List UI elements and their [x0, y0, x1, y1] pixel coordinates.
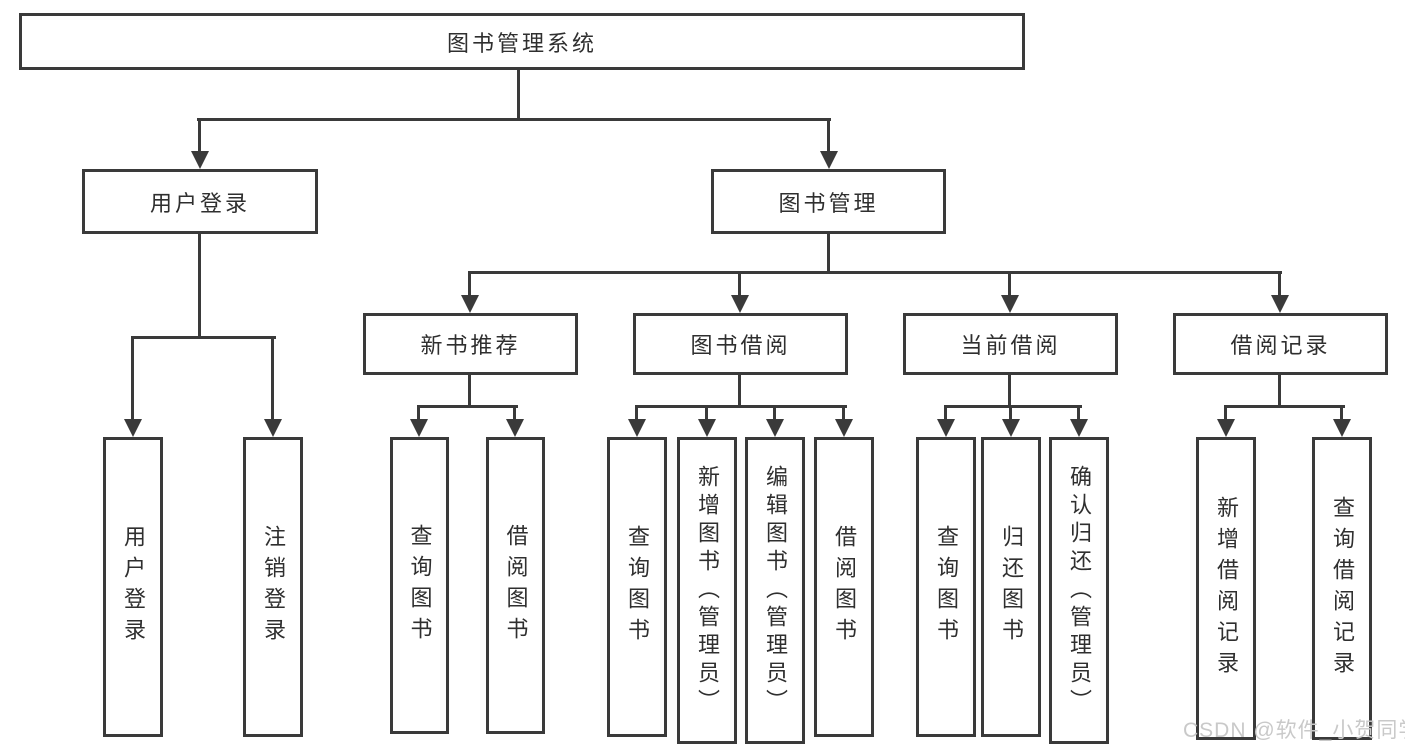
connector-line — [773, 405, 776, 421]
connector-line — [271, 336, 274, 421]
leaf-borrow-books: 借阅图书 — [814, 437, 874, 737]
connector-line — [635, 405, 638, 421]
leaf-add-borrow-record: 新增借阅记录 — [1196, 437, 1256, 740]
node-borrowing-records: 借阅记录 — [1173, 313, 1388, 375]
arrow-down-icon — [937, 419, 955, 437]
connector-line — [827, 118, 830, 151]
leaf-query-books: 查询图书 — [390, 437, 449, 734]
node-book-borrowing: 图书借阅 — [633, 313, 848, 375]
connector-line — [468, 271, 1282, 274]
arrow-down-icon — [264, 419, 282, 437]
leaf-return-books: 归还图书 — [981, 437, 1041, 737]
connector-line — [1224, 405, 1227, 421]
connector-line — [635, 405, 847, 408]
leaf-logout: 注销登录 — [243, 437, 303, 737]
arrow-down-icon — [461, 295, 479, 313]
connector-line — [1278, 375, 1281, 407]
arrow-down-icon — [124, 419, 142, 437]
arrow-down-icon — [1001, 295, 1019, 313]
connector-line — [944, 405, 1082, 408]
connector-line — [1224, 405, 1345, 408]
connector-line — [197, 118, 831, 121]
arrow-down-icon — [1271, 295, 1289, 313]
leaf-edit-book-admin: 编辑图书（管理员） — [745, 437, 805, 744]
connector-line — [1077, 405, 1080, 421]
watermark-text: CSDN @软件_小贺同学 — [1183, 719, 1405, 742]
arrow-down-icon — [731, 295, 749, 313]
connector-line — [842, 405, 845, 421]
connector-line — [1008, 271, 1011, 297]
arrow-down-icon — [1333, 419, 1351, 437]
connector-line — [417, 405, 420, 421]
connector-line — [738, 375, 741, 407]
arrow-down-icon — [820, 151, 838, 169]
node-library-system: 图书管理系统 — [19, 13, 1025, 70]
node-new-book-recommend: 新书推荐 — [363, 313, 578, 375]
node-book-management: 图书管理 — [711, 169, 946, 234]
connector-line — [131, 336, 134, 421]
leaf-query-books: 查询图书 — [607, 437, 667, 737]
leaf-query-borrow-record: 查询借阅记录 — [1312, 437, 1372, 740]
leaf-confirm-return-admin: 确认归还（管理员） — [1049, 437, 1109, 744]
arrow-down-icon — [628, 419, 646, 437]
connector-line — [1278, 271, 1281, 297]
leaf-add-book-admin: 新增图书（管理员） — [677, 437, 737, 744]
connector-line — [705, 405, 708, 421]
node-user-login: 用户登录 — [82, 169, 318, 234]
leaf-borrow-books: 借阅图书 — [486, 437, 545, 734]
leaf-query-books: 查询图书 — [916, 437, 976, 737]
leaf-user-login: 用户登录 — [103, 437, 163, 737]
connector-line — [131, 336, 276, 339]
arrow-down-icon — [835, 419, 853, 437]
connector-line — [468, 375, 471, 407]
arrow-down-icon — [410, 419, 428, 437]
connector-line — [198, 118, 201, 151]
connector-line — [738, 271, 741, 297]
arrow-down-icon — [766, 419, 784, 437]
connector-line — [1340, 405, 1343, 421]
arrow-down-icon — [1070, 419, 1088, 437]
arrow-down-icon — [506, 419, 524, 437]
node-current-borrowing: 当前借阅 — [903, 313, 1118, 375]
connector-line — [944, 405, 947, 421]
connector-line — [198, 233, 201, 339]
connector-line — [1009, 405, 1012, 421]
arrow-down-icon — [1217, 419, 1235, 437]
connector-line — [513, 405, 516, 421]
connector-line — [827, 233, 830, 273]
connector-line — [1008, 375, 1011, 407]
connector-line — [468, 271, 471, 297]
arrow-down-icon — [1002, 419, 1020, 437]
connector-line — [517, 69, 520, 118]
arrow-down-icon — [698, 419, 716, 437]
connector-line — [417, 405, 518, 408]
arrow-down-icon — [191, 151, 209, 169]
